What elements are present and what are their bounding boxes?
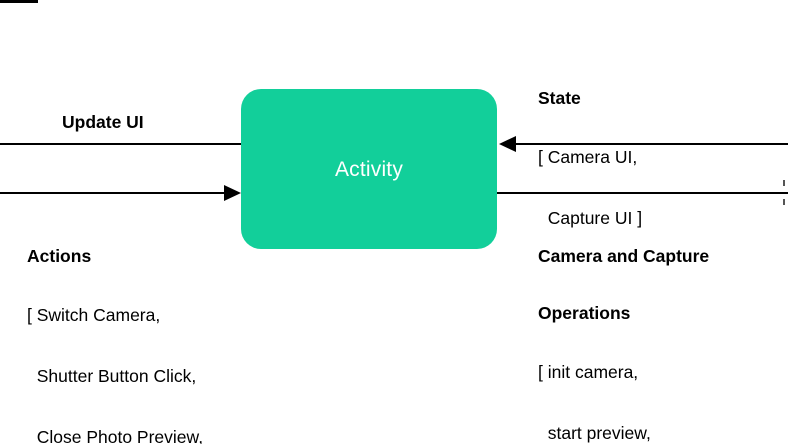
actions-block-line: Shutter Button Click, [27,366,197,386]
edge-line-update-ui [0,143,241,145]
edge-line-state [513,143,788,145]
operations-block-line: [ init camera, [538,362,639,382]
edge-line-operations [497,192,788,194]
actions-block-line: [ Switch Camera, [27,305,161,325]
right-edge-tick-artifact [783,180,785,186]
right-edge-tick-artifact-lower [783,199,785,205]
operations-block-line: start preview, [538,423,651,443]
actions-block-heading: Actions [27,246,92,266]
state-block-heading: State [538,88,581,108]
operations-block-heading-line-1: Camera and Capture [538,246,710,266]
state-block-line: [ Camera UI, [538,147,638,167]
edge-label-update-ui: Update UI [62,112,144,132]
top-left-bar-artifact [0,0,38,3]
arrowhead-state-into-activity [499,136,516,152]
activity-node-label: Activity [334,157,404,181]
state-block-line: Capture UI ] [538,208,643,228]
operations-block: Camera and Capture Operations [ init cam… [538,210,709,444]
arrowhead-actions-into-activity [224,185,241,201]
state-block: State [ Camera UI, Capture UI ] [538,52,642,267]
edge-line-actions [0,192,228,194]
activity-node[interactable]: Activity [241,89,497,249]
actions-block: Actions [ Switch Camera, Shutter Button … [27,210,239,444]
actions-block-line: Close Photo Preview, [27,427,204,444]
operations-block-heading-line-2: Operations [538,303,631,323]
